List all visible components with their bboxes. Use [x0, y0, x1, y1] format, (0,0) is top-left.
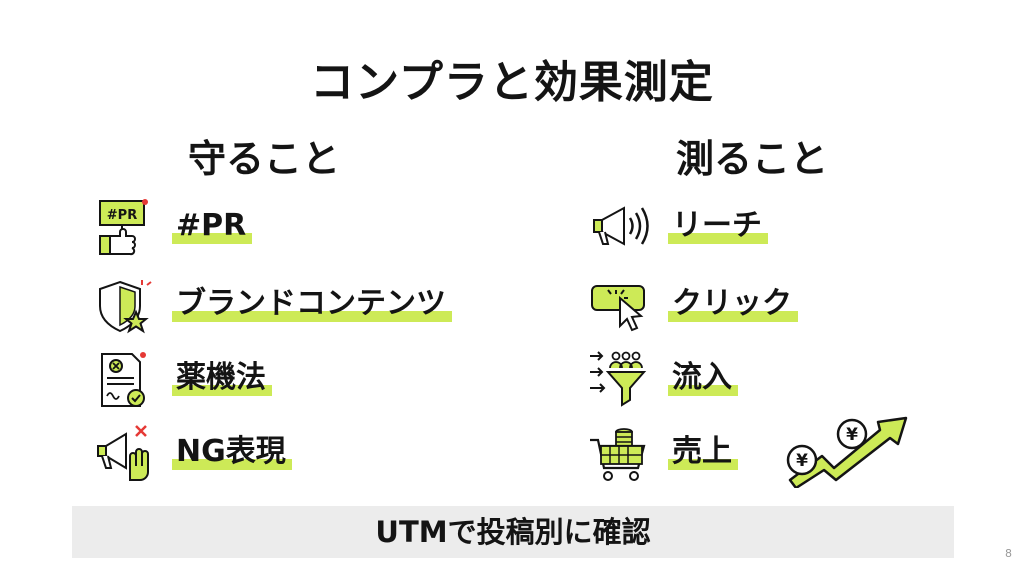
list-item-label: 薬機法 [172, 360, 272, 396]
list-item-label: リーチ [668, 208, 768, 244]
shield-star-icon [92, 276, 154, 336]
funnel-people-icon [588, 350, 650, 410]
shopping-cart-coins-icon [588, 424, 650, 484]
list-item-label: クリック [668, 286, 798, 322]
megaphone-icon [588, 198, 650, 258]
pr-sign-text: #PR [107, 208, 137, 223]
document-check-icon [92, 350, 154, 410]
pr-sign-icon: #PR [92, 198, 154, 258]
slide-title: コンプラと効果測定 [310, 57, 714, 108]
list-item-label: 売上 [668, 434, 738, 470]
list-item-label: NG表現 [172, 434, 292, 470]
right-column-heading: 測ること [676, 137, 829, 181]
left-column-heading: 守ること [188, 137, 341, 181]
list-item-label: #PR [172, 208, 253, 244]
yen-growth-arrow-icon: ¥ ¥ [782, 412, 912, 488]
megaphone-stop-icon [92, 424, 154, 484]
list-item-label: 流入 [668, 360, 738, 396]
yen-symbol: ¥ [846, 425, 858, 445]
bottom-summary-bar: UTMで投稿別に確認 [72, 506, 954, 558]
yen-symbol: ¥ [796, 451, 808, 471]
click-button-icon [588, 276, 650, 336]
page-number: 8 [1005, 547, 1012, 560]
list-item-label: ブランドコンテンツ [172, 286, 452, 322]
